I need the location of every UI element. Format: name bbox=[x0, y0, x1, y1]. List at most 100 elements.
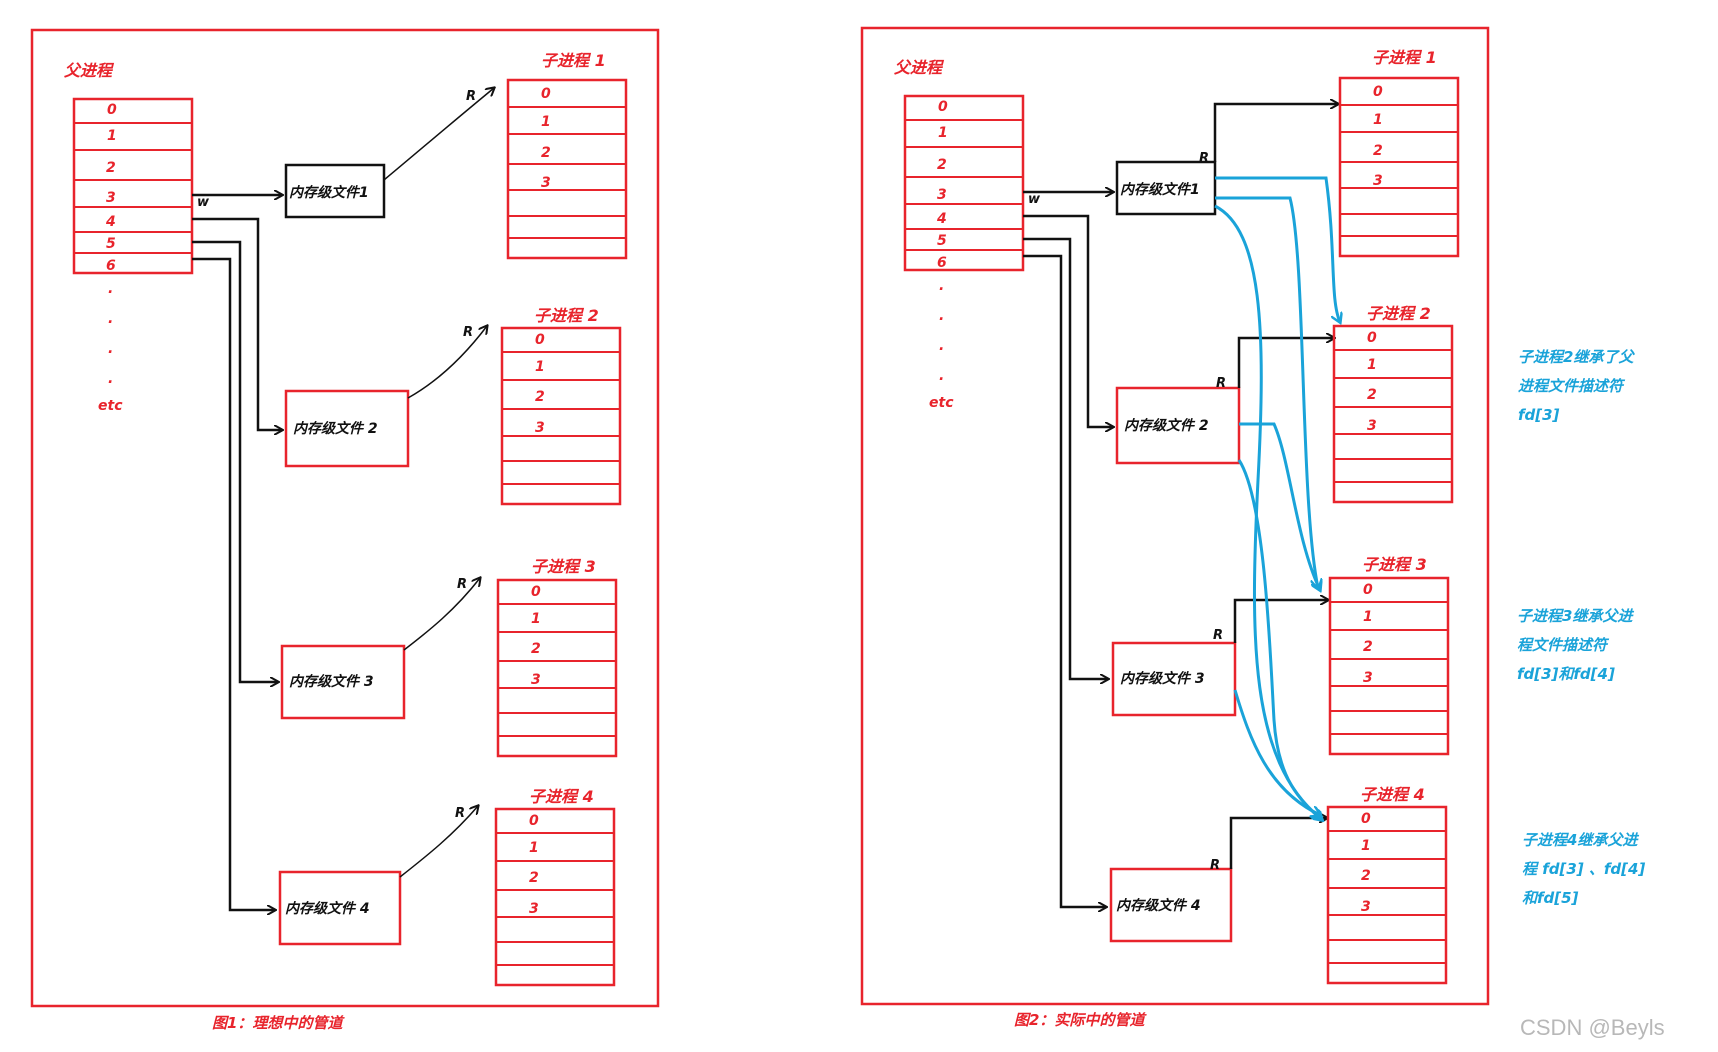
parent-process-title: 父进程 bbox=[894, 58, 945, 77]
read-curve-child-4 bbox=[399, 806, 478, 878]
write-label: w bbox=[197, 195, 210, 210]
note-child-3-line-1: 子进程3继承父进 bbox=[1517, 607, 1634, 625]
child-fd-3: 3 bbox=[531, 672, 541, 688]
figure-2: 父进程 0 1 2 3 4 5 6 . . . . etc w 内存级文件1 bbox=[860, 26, 1490, 1029]
parent-fd-0: 0 bbox=[107, 102, 117, 118]
parent-process-title: 父进程 bbox=[64, 61, 115, 80]
read-arrow-child-3 bbox=[1233, 600, 1328, 643]
child-1-title: 子进程 1 bbox=[541, 51, 606, 70]
child-1-table: 子进程 1 0 1 2 3 bbox=[1338, 48, 1460, 258]
memory-file-1: 内存级文件1 bbox=[289, 184, 369, 201]
memory-file-3: 内存级文件 3 bbox=[289, 673, 374, 690]
child-2-table: 子进程 2 0 1 2 3 bbox=[500, 306, 622, 506]
figure-2-caption: 图2：实际中的管道 bbox=[1014, 1011, 1147, 1029]
child-3-title: 子进程 3 bbox=[1362, 555, 1427, 574]
note-child-2-line-2: 进程文件描述符 bbox=[1518, 377, 1626, 395]
read-label: R bbox=[1210, 858, 1220, 873]
memory-file-2-box bbox=[284, 389, 410, 468]
read-label: R bbox=[1199, 151, 1209, 166]
child-fd-2: 2 bbox=[541, 145, 551, 161]
figure-1-caption: 图1：理想中的管道 bbox=[212, 1014, 345, 1032]
child-4-table: 子进程 4 0 1 2 3 bbox=[494, 787, 616, 987]
ellipsis-dot: . bbox=[108, 341, 113, 357]
child-1-table-frame bbox=[1338, 76, 1460, 258]
child-fd-0: 0 bbox=[1373, 84, 1383, 100]
ellipsis-dot: . bbox=[939, 368, 944, 384]
arrow-fd4-file-2 bbox=[192, 217, 282, 430]
read-curve-child-3 bbox=[403, 578, 480, 651]
watermark: CSDN @Beyls bbox=[1520, 1015, 1665, 1040]
memory-file-2: 内存级文件 2 bbox=[293, 420, 378, 437]
parent-fd-4: 4 bbox=[105, 214, 116, 230]
child-fd-0: 0 bbox=[529, 813, 539, 829]
child-1-table: 子进程 1 0 1 2 3 bbox=[506, 51, 628, 260]
child-fd-0: 0 bbox=[541, 86, 551, 102]
child-fd-1: 1 bbox=[1373, 112, 1383, 128]
child-fd-0: 0 bbox=[535, 332, 545, 348]
inherit-line-file2-child3 bbox=[1239, 422, 1320, 590]
parent-fd-table: 0 1 2 3 4 5 6 bbox=[903, 94, 1025, 272]
memory-file-1-box bbox=[284, 163, 386, 219]
child-fd-1: 1 bbox=[541, 114, 551, 130]
figure-1: 父进程 0 1 2 3 4 5 6 . . . . etc w 内 bbox=[30, 28, 660, 1032]
parent-fd-1: 1 bbox=[107, 128, 117, 144]
ellipsis-dot: . bbox=[939, 278, 944, 294]
child-4-title: 子进程 4 bbox=[1360, 785, 1425, 804]
child-fd-2: 2 bbox=[535, 389, 545, 405]
read-arrow-child-4 bbox=[1229, 818, 1327, 869]
parent-fd-table: 0 1 2 3 4 5 6 bbox=[72, 97, 194, 275]
parent-fd-4: 4 bbox=[936, 211, 947, 227]
child-1-table-frame bbox=[506, 78, 628, 260]
child-fd-3: 3 bbox=[1367, 418, 1377, 434]
memory-file-2: 内存级文件 2 bbox=[1124, 417, 1209, 434]
parent-fd-table-frame bbox=[903, 94, 1025, 272]
child-fd-0: 0 bbox=[1367, 330, 1377, 346]
note-child-2-line-3: fd[3] bbox=[1518, 406, 1560, 424]
child-fd-1: 1 bbox=[1361, 838, 1371, 854]
child-fd-3: 3 bbox=[535, 420, 545, 436]
child-3-title: 子进程 3 bbox=[531, 557, 596, 576]
parent-fd-1: 1 bbox=[938, 125, 948, 141]
read-curve-child-1 bbox=[383, 88, 494, 181]
child-4-table-frame bbox=[1326, 805, 1448, 985]
parent-fd-6: 6 bbox=[106, 258, 116, 274]
read-label: R bbox=[455, 806, 465, 821]
read-arrow-child-2 bbox=[1237, 338, 1334, 388]
parent-fd-5: 5 bbox=[106, 236, 116, 252]
child-fd-3: 3 bbox=[1373, 173, 1383, 189]
child-2-table-frame bbox=[1332, 324, 1454, 504]
memory-file-1-box bbox=[1115, 160, 1217, 216]
child-fd-1: 1 bbox=[1363, 609, 1373, 625]
inherit-line-file3-child4 bbox=[1233, 689, 1320, 815]
ellipsis-dot: . bbox=[939, 338, 944, 354]
child-1-title: 子进程 1 bbox=[1372, 48, 1437, 67]
parent-fd-6: 6 bbox=[937, 255, 947, 271]
memory-file-4-box bbox=[1109, 867, 1233, 943]
inherited-fd-lines bbox=[1214, 176, 1340, 820]
arrow-fd5-file-3 bbox=[192, 240, 278, 682]
child-fd-2: 2 bbox=[531, 641, 541, 657]
child-4-table-frame bbox=[494, 807, 616, 987]
child-fd-0: 0 bbox=[1361, 811, 1371, 827]
child-fd-2: 2 bbox=[1373, 143, 1383, 159]
child-fd-2: 2 bbox=[1363, 639, 1373, 655]
child-fd-0: 0 bbox=[1363, 582, 1373, 598]
read-label: R bbox=[1216, 376, 1226, 391]
ellipsis-dot: . bbox=[939, 308, 944, 324]
child-3-table: 子进程 3 0 1 2 3 bbox=[1328, 555, 1450, 756]
parent-fd-0: 0 bbox=[938, 99, 948, 115]
parent-fd-3: 3 bbox=[937, 187, 947, 203]
child-3-table-frame bbox=[496, 578, 618, 758]
child-4-table: 子进程 4 0 1 2 3 bbox=[1326, 785, 1448, 985]
child-4-title: 子进程 4 bbox=[529, 787, 594, 806]
note-child-4-line-1: 子进程4继承父进 bbox=[1522, 831, 1639, 849]
child-fd-3: 3 bbox=[541, 175, 551, 191]
child-fd-1: 1 bbox=[529, 840, 539, 856]
child-3-table: 子进程 3 0 1 2 3 bbox=[496, 557, 618, 758]
child-2-table: 子进程 2 0 1 2 3 bbox=[1332, 304, 1454, 504]
figure-1-frame bbox=[30, 28, 660, 1008]
child-2-table-frame bbox=[500, 326, 622, 506]
child-2-title: 子进程 2 bbox=[1366, 304, 1431, 323]
memory-file-3-box bbox=[280, 644, 406, 720]
